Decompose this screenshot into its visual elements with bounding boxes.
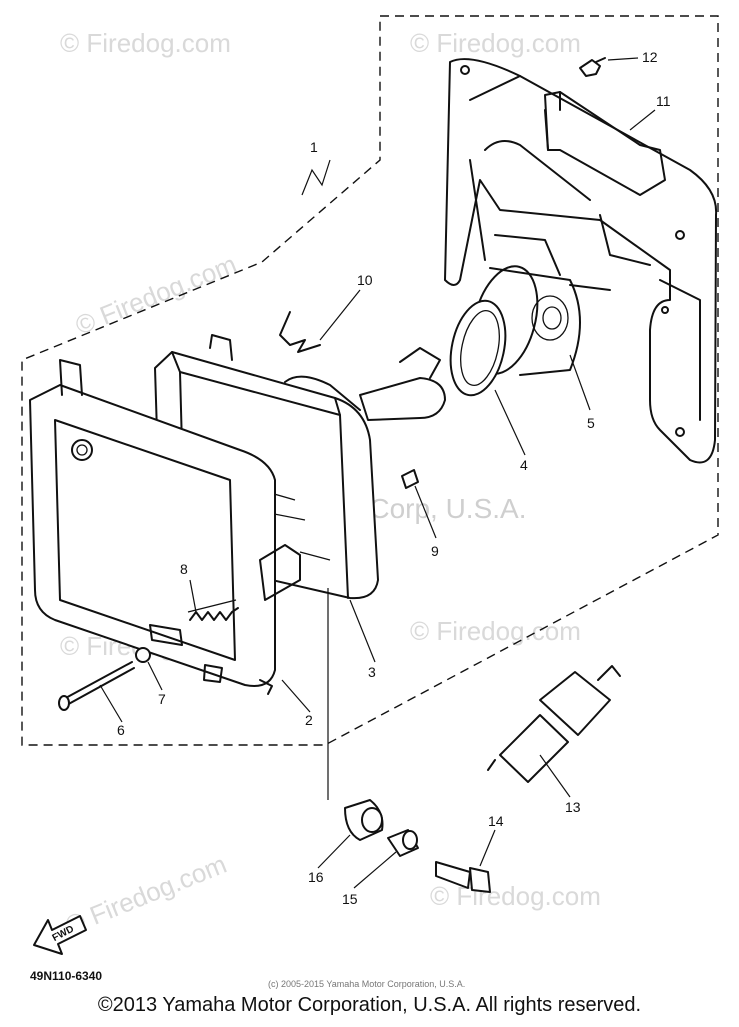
callout-13: 13: [565, 799, 581, 815]
callout-8: 8: [180, 561, 188, 577]
callout-6: 6: [117, 722, 125, 738]
watermark-brand: © Firedog.com: [71, 249, 241, 341]
callout-5: 5: [587, 415, 595, 431]
adjusting-screw: [58, 661, 135, 711]
leader-lines: [99, 57, 656, 889]
inner-bulb: [359, 347, 446, 421]
callout-labels: 1 2 3 4 5 6 7 8 9 10 11 12 13 14 15 16: [117, 49, 671, 907]
wire-spring: [279, 311, 321, 353]
callout-4: 4: [520, 457, 528, 473]
watermark-brand: © Firedog.com: [61, 849, 231, 941]
callout-9: 9: [431, 543, 439, 559]
watermark-brand: © Firedog.com: [60, 28, 231, 58]
fwd-arrow: FWD: [33, 915, 87, 955]
callout-1: 1: [310, 139, 318, 155]
callout-10: 10: [357, 272, 373, 288]
retaining-ring: [449, 299, 507, 397]
watermark-brand: © Firedog.com: [410, 616, 581, 646]
callout-12: 12: [642, 49, 658, 65]
headlight-rim: [29, 359, 301, 695]
copyright-footer: ©2013 Yamaha Motor Corporation, U.S.A. A…: [97, 994, 642, 1016]
screw-12: [579, 57, 606, 77]
callout-14: 14: [488, 813, 504, 829]
clip-9: [401, 469, 419, 489]
callout-7: 7: [158, 691, 166, 707]
callout-2: 2: [305, 712, 313, 728]
watermark-brand: © Firedog.com: [410, 28, 581, 58]
bolt: [435, 861, 491, 893]
callout-11: 11: [656, 93, 671, 109]
watermark-brand: © Firedog.com: [430, 881, 601, 911]
nut-7: [135, 647, 151, 663]
headlight-bulb: [487, 665, 621, 783]
headlight-bracket: [444, 58, 718, 464]
small-credit: (c) 2005-2015 Yamaha Motor Corporation, …: [268, 979, 465, 989]
callout-15: 15: [342, 891, 358, 907]
assembly-boundary: [21, 15, 719, 746]
callout-3: 3: [368, 664, 376, 680]
grommet: [344, 799, 384, 841]
parts-diagram: © Firedog.com © Firedog.com © Firedog.co…: [21, 15, 719, 989]
callout-16: 16: [308, 869, 324, 885]
part-code: 49N110-6340: [30, 969, 102, 983]
collar: [387, 829, 419, 857]
